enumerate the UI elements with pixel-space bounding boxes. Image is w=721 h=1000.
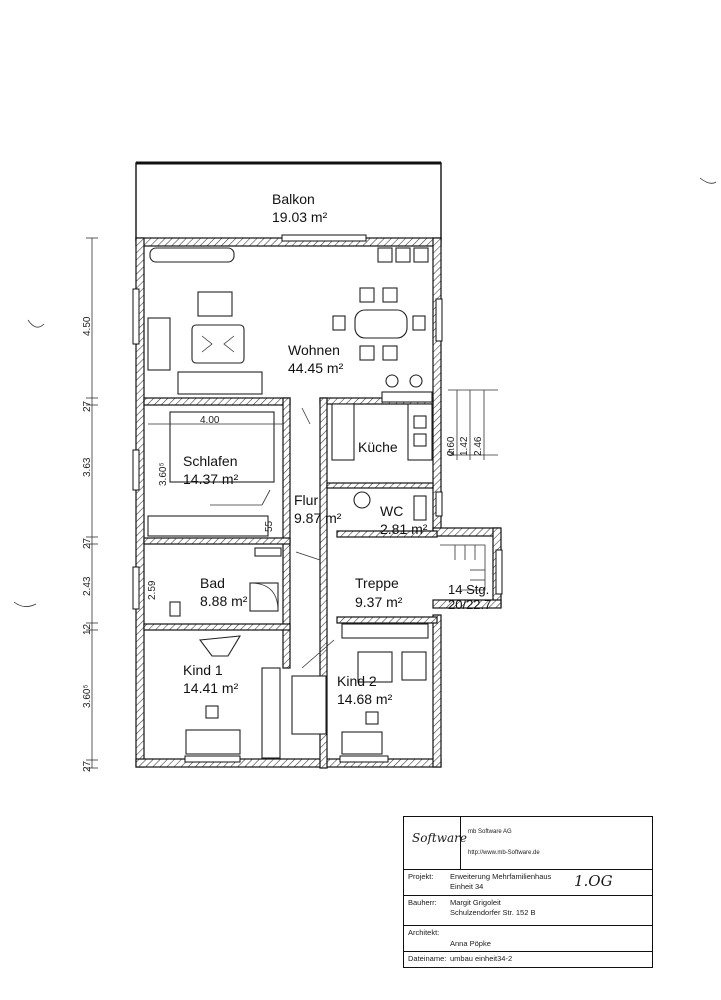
wc-name: WC [380, 503, 403, 519]
schlafen-area-label: 14.37 m² [183, 471, 239, 487]
title-block-header: Software mb Software AG http://www.mb-So… [404, 817, 652, 869]
floor-note: 1.OG [574, 872, 613, 890]
kind2-area-label: 14.68 m² [337, 691, 393, 707]
projekt-key: Projekt: [408, 872, 434, 881]
dim-left-3: 27 [82, 537, 93, 549]
projekt-row: Projekt: Erweiterung Mehrfamilienhaus Ei… [404, 869, 652, 896]
kueche-name: Küche [358, 439, 398, 455]
company-url: http://www.mb-Software.de [468, 850, 540, 856]
projekt-value: Erweiterung Mehrfamilienhaus Einheit 34 [450, 872, 551, 892]
bauherr-value: Margit Grigoleit Schulzendorfer Str. 152… [450, 898, 535, 918]
balkon-area-label: 19.03 m² [272, 209, 328, 225]
balkon-name: Balkon [272, 191, 315, 207]
left-dimension-line: 4.50 27 3.63 27 2.43 12 3.60⁵ 27 [82, 237, 98, 772]
schlafen-room: Schlafen 14.37 m² 4.00 3.60⁵ 55 [147, 411, 283, 537]
schlafen-width-dim: 4.00 [200, 415, 220, 426]
dateiname-row: Dateiname: umbau einheit34-2 [404, 951, 652, 968]
treppe-rise: 20/22.7 [448, 597, 491, 612]
dim-left-0: 4.50 [82, 316, 93, 336]
bauherr-value-line1: Margit Grigoleit [450, 898, 501, 907]
kueche-furniture: Küche [301, 403, 433, 461]
bad-height-dim: 2.59 [147, 580, 158, 600]
wohnen-name: Wohnen [288, 342, 340, 358]
wc-room: WC 2.81 m² [353, 491, 428, 537]
flur-door-dim: 55 [264, 520, 275, 532]
kind2-room: Kind 2 14.68 m² [291, 623, 429, 755]
kind1-room: Kind 1 14.41 m² [183, 635, 281, 759]
kitchen-dim-1: 1.42 [459, 436, 470, 456]
architekt-value: Anna Pöpke [450, 939, 491, 948]
bauherr-row: Bauherr: Margit Grigoleit Schulzendorfer… [404, 895, 652, 926]
architekt-key: Architekt: [408, 928, 440, 937]
windows [132, 234, 503, 763]
bad-room: Bad 8.88 m² 2.59 [147, 547, 282, 617]
wohnen-area-label: 44.45 m² [288, 360, 344, 376]
architekt-row: Architekt: Anna Pöpke [404, 925, 652, 952]
balkon-area: Balkon 19.03 m² [135, 161, 442, 241]
treppe-area-label: 9.37 m² [355, 594, 403, 610]
dim-left-1: 27 [82, 400, 93, 412]
treppe-room: Treppe 9.37 m² 14 Stg. 20/22.7 [355, 544, 491, 612]
dateiname-key: Dateiname: [408, 954, 447, 963]
company-logo: Software [412, 831, 467, 845]
dateiname-value: umbau einheit34-2 [450, 954, 513, 963]
flur-area-label: 9.87 m² [294, 510, 342, 526]
kind1-name: Kind 1 [183, 662, 223, 678]
inner-walls [143, 397, 438, 769]
dim-left-2: 3.63 [82, 457, 93, 477]
scan-marks [13, 177, 717, 607]
wohnen-furniture: Wohnen 44.45 m² [147, 247, 433, 403]
flur-name: Flur [294, 492, 318, 508]
bad-name: Bad [200, 575, 225, 591]
projekt-value-line1: Erweiterung Mehrfamilienhaus [450, 872, 552, 881]
bauherr-value-line2: Schulzendorfer Str. 152 B [450, 908, 536, 917]
title-block: Software mb Software AG http://www.mb-So… [403, 816, 653, 968]
flur-room: Flur 9.87 m² [294, 492, 342, 669]
treppe-name: Treppe [355, 575, 399, 591]
wc-area-label: 2.81 m² [380, 521, 428, 537]
bauherr-key: Bauherr: [408, 898, 437, 907]
kitchen-dim-sup: 5 [448, 448, 454, 459]
bad-area-label: 8.88 m² [200, 593, 248, 609]
kitchen-dim-0: 2.60 [446, 436, 457, 456]
schlafen-height-dim: 3.60⁵ [158, 462, 169, 486]
dim-left-7: 27 [82, 760, 93, 772]
kind2-name: Kind 2 [337, 673, 377, 689]
company-name: mb Software AG [468, 829, 512, 835]
schlafen-name: Schlafen [183, 453, 237, 469]
dim-left-6: 3.60⁵ [82, 684, 93, 708]
treppe-steps: 14 Stg. [448, 582, 489, 597]
kitchen-dim-2: 2.46 [473, 436, 484, 456]
projekt-value-line2: Einheit 34 [450, 882, 484, 891]
dim-left-5: 12 [82, 623, 93, 635]
kitchen-dimension-line: 2.60 5 1.42 2.46 [446, 389, 498, 460]
kind1-area-label: 14.41 m² [183, 680, 239, 696]
title-block-divider [460, 817, 461, 869]
dim-left-4: 2.43 [82, 576, 93, 596]
